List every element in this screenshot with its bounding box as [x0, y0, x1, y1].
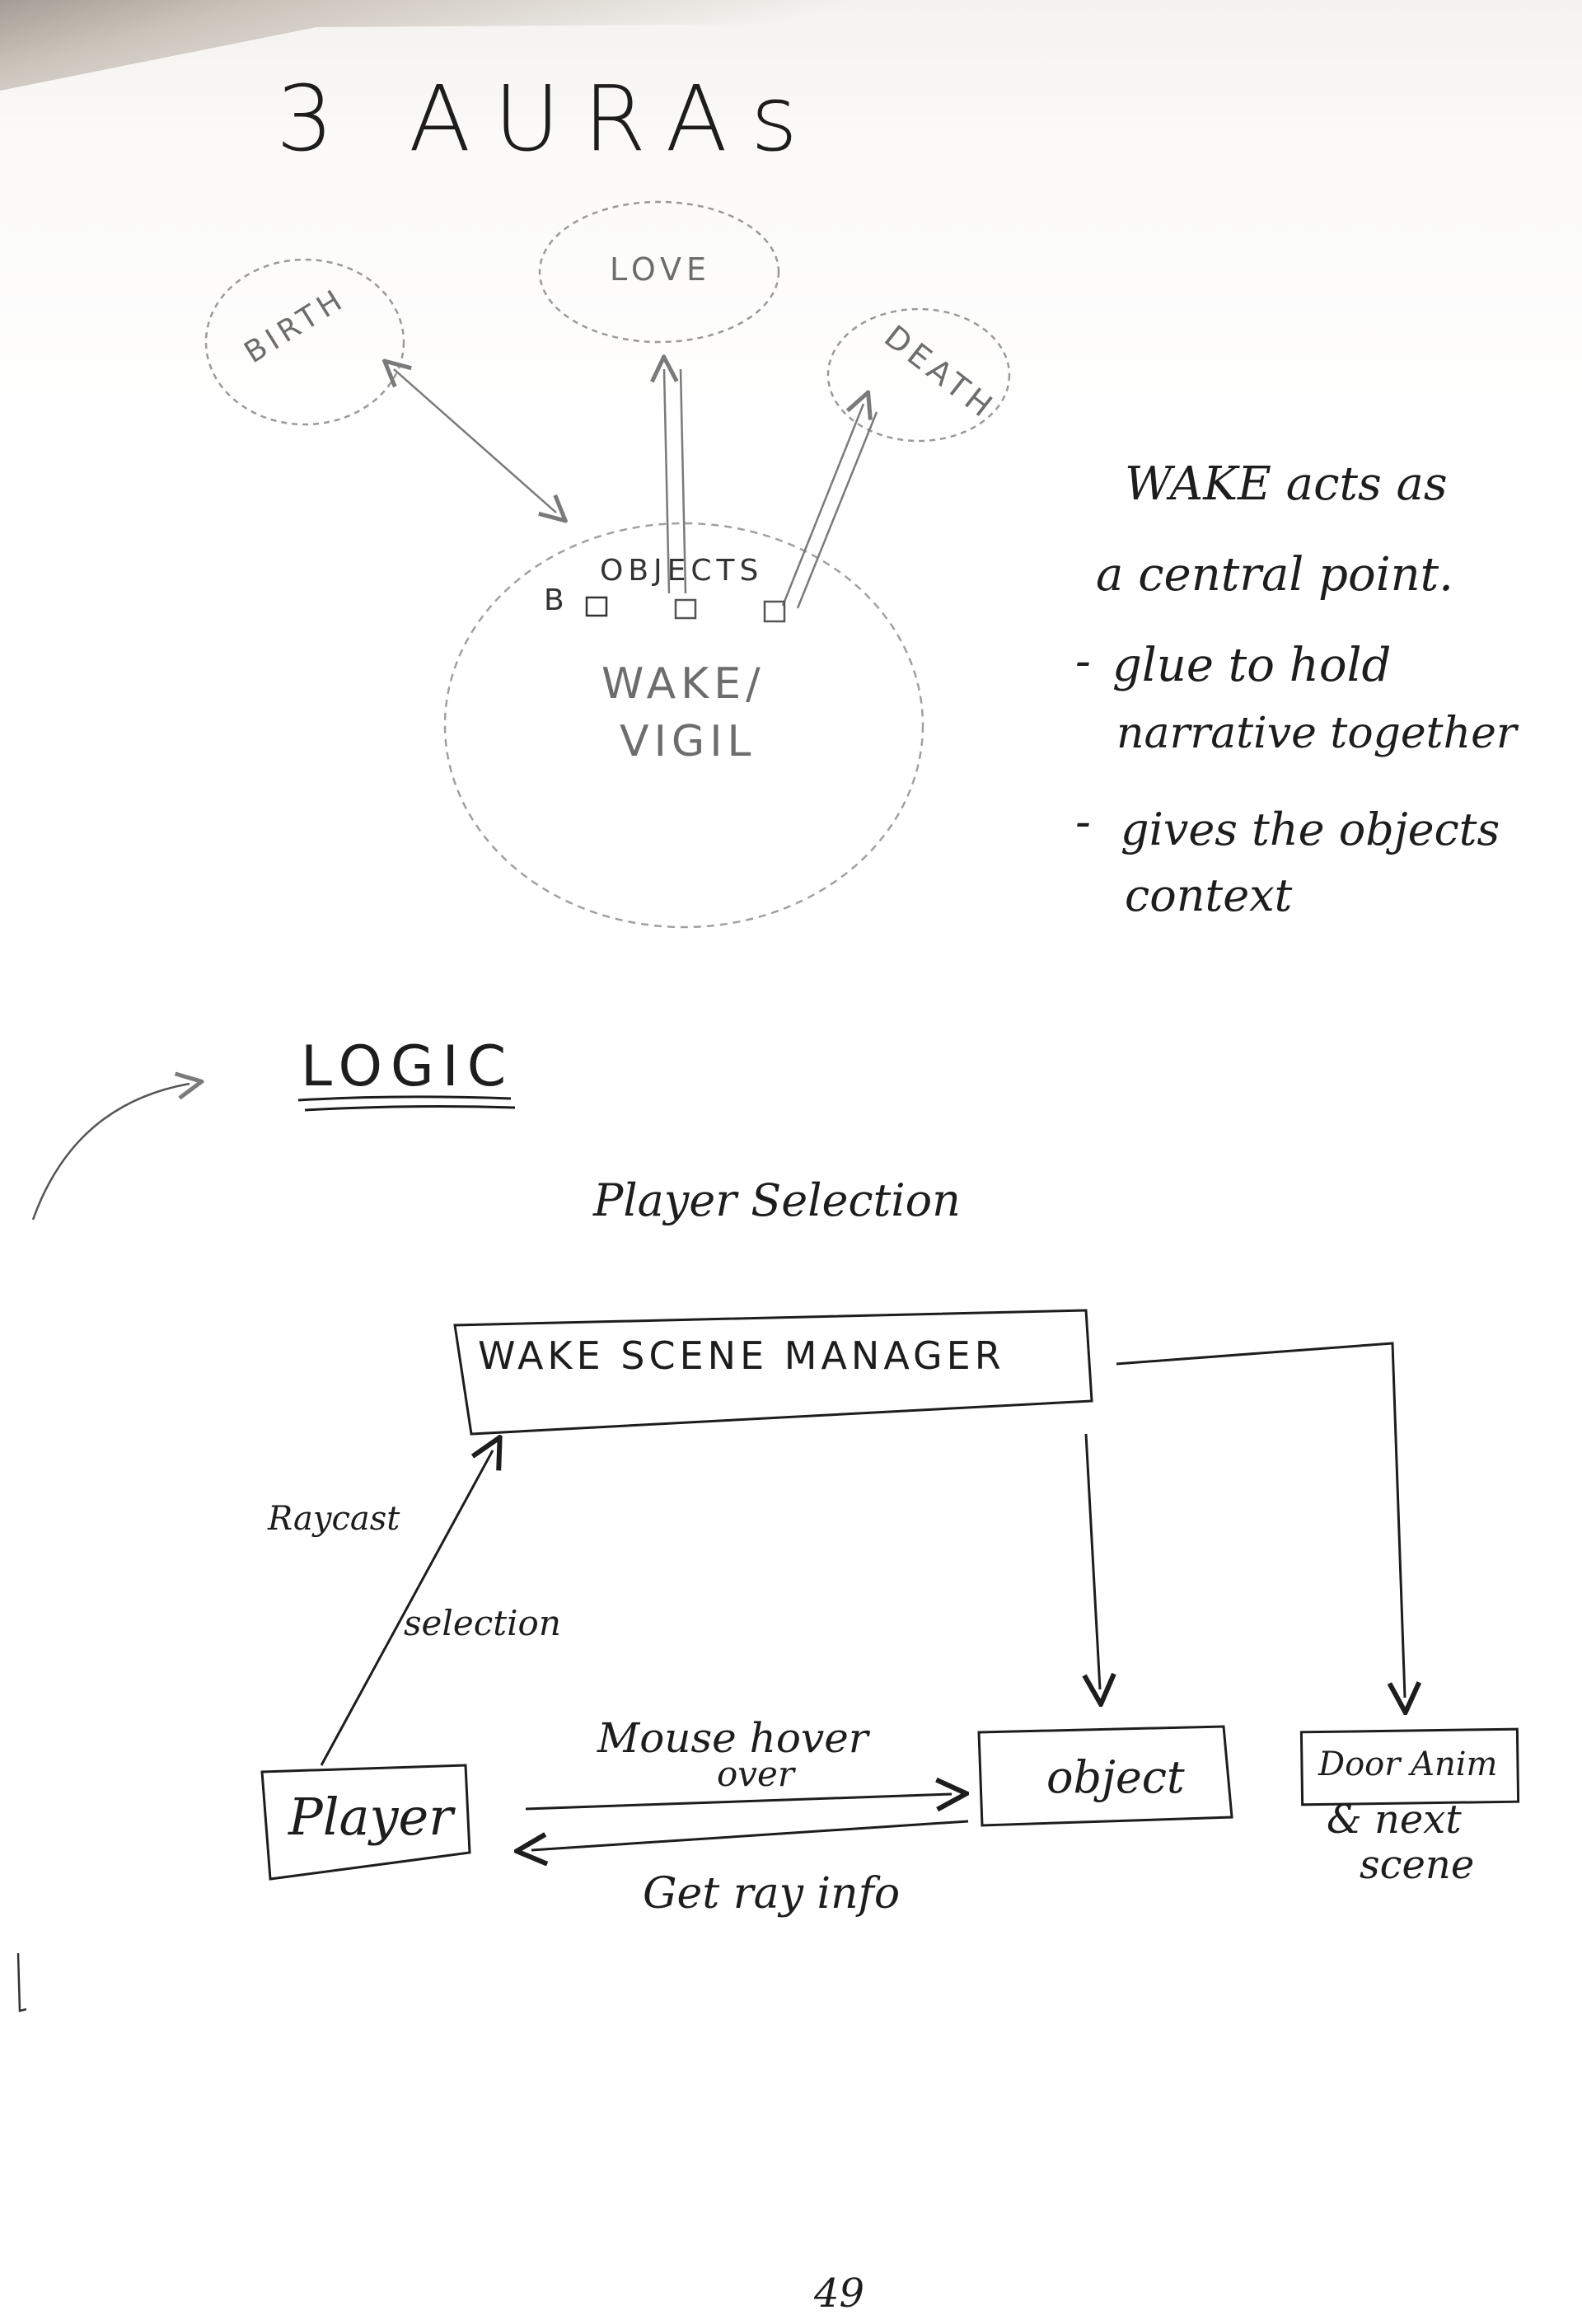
logic-incoming-arrow — [31, 1084, 190, 1221]
arrow-wake-love-b — [679, 368, 687, 594]
selection-label: selection — [404, 1603, 561, 1643]
mouse-hover-label: Mouse hover — [597, 1714, 868, 1762]
note-dash-1: - — [1075, 635, 1091, 688]
page-title: 3 AURAs — [276, 66, 821, 171]
object-square-3 — [763, 600, 786, 623]
mouse-hover-over-label: over — [717, 1754, 794, 1794]
logic-heading: LOGIC — [301, 1034, 515, 1099]
wake-vigil-circle — [443, 522, 924, 929]
arrow-birth-wake — [394, 369, 556, 513]
aura-love-cloud — [538, 200, 780, 344]
object-label: object — [1046, 1751, 1185, 1803]
note-bullet-1-line-2: narrative together — [1116, 709, 1517, 758]
player-selection-heading: Player Selection — [593, 1174, 961, 1226]
aura-death-cloud — [826, 307, 1011, 443]
raycast-label: Raycast — [268, 1500, 400, 1538]
margin-mark — [16, 1952, 27, 2012]
player-box — [260, 1764, 471, 1881]
note-line-2: a central point. — [1096, 548, 1453, 602]
note-bullet-2-line-1: gives the objects — [1121, 804, 1500, 855]
next-scene-label-2: scene — [1360, 1842, 1475, 1888]
arrow-wake-death-a — [781, 404, 864, 607]
arrow-object-player — [531, 1820, 969, 1850]
arrow-wake-death-b — [796, 411, 878, 609]
arrow-wake-love-a — [664, 369, 669, 594]
wake-label: WAKE/ — [601, 659, 765, 709]
aura-label-love: LOVE — [610, 251, 712, 288]
vigil-label: VIGIL — [620, 717, 756, 766]
object-square-1 — [585, 596, 608, 617]
page-number: 49 — [814, 2270, 865, 2317]
note-dash-2: - — [1075, 795, 1091, 849]
door-anim-box — [1299, 1727, 1520, 1806]
objects-label: OBJECTS — [600, 554, 764, 588]
note-bullet-2-line-2: context — [1125, 869, 1293, 921]
arrow-scene-manager-object — [1086, 1433, 1100, 1689]
scene-manager-label: WAKE SCENE MANAGER — [478, 1333, 1005, 1378]
player-label: Player — [288, 1787, 453, 1847]
object-b-label: B — [544, 583, 569, 617]
arrow-player-object — [525, 1794, 952, 1809]
arrow-scene-manager-door — [1116, 1342, 1405, 1698]
next-scene-label-1: & next — [1327, 1797, 1462, 1843]
aura-birth-cloud — [204, 258, 405, 426]
note-bullet-1-line-1: glue to hold — [1112, 639, 1392, 692]
note-line-1: WAKE acts as — [1125, 457, 1448, 511]
logic-underline — [297, 1095, 516, 1112]
arrow-player-scene-manager — [320, 1450, 493, 1766]
get-ray-info-label: Get ray info — [643, 1869, 901, 1919]
door-anim-label: Door Anim — [1318, 1745, 1498, 1783]
object-square-2 — [674, 598, 697, 620]
scene-manager-box — [453, 1309, 1093, 1436]
object-box — [977, 1725, 1233, 1827]
